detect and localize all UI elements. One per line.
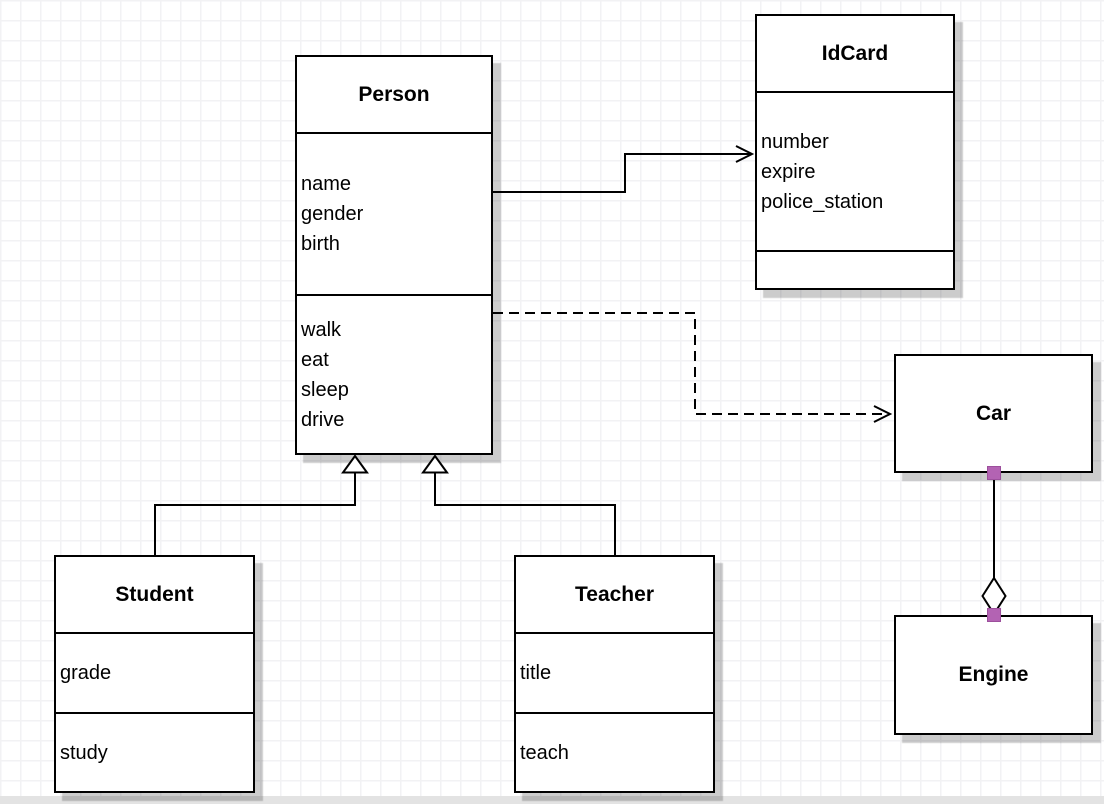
attribute: grade — [60, 662, 112, 684]
endpoint-handle[interactable] — [987, 608, 1001, 622]
canvas-bottom-edge — [0, 796, 1104, 804]
student-attributes: grade — [56, 634, 253, 714]
attribute: title — [520, 662, 552, 684]
generalization-student-person[interactable] — [154, 454, 369, 555]
attribute: name — [301, 173, 352, 195]
class-title: Teacher — [516, 557, 713, 634]
class-idcard[interactable]: IdCard number expire police_station — [755, 14, 955, 290]
association-person-idcard[interactable] — [493, 145, 755, 193]
class-engine[interactable]: Engine — [894, 615, 1093, 735]
method: drive — [301, 408, 345, 431]
method: teach — [520, 741, 569, 764]
generalization-triangle-icon — [341, 454, 369, 474]
class-student[interactable]: Student grade study — [54, 555, 255, 793]
class-title: Person — [297, 57, 491, 134]
method: study — [60, 741, 108, 764]
person-methods: walk eat sleep drive — [297, 296, 491, 453]
method: eat — [301, 348, 329, 371]
class-car[interactable]: Car — [894, 354, 1093, 473]
teacher-methods: teach — [516, 714, 713, 791]
attribute: birth — [301, 233, 340, 255]
method: walk — [301, 318, 342, 341]
attribute: expire — [761, 160, 816, 183]
class-title: Engine — [958, 663, 1029, 686]
student-methods: study — [56, 714, 253, 791]
teacher-attributes: title — [516, 634, 713, 714]
idcard-methods — [757, 252, 953, 288]
open-arrowhead-icon — [735, 145, 755, 163]
person-attributes: name gender birth — [297, 134, 491, 296]
attribute: number — [761, 130, 829, 153]
endpoint-handle[interactable] — [987, 466, 1001, 480]
generalization-triangle-icon — [421, 454, 449, 474]
idcard-attributes: number expire police_station — [757, 93, 953, 252]
open-arrowhead-icon — [873, 405, 893, 423]
class-title: IdCard — [757, 16, 953, 93]
class-teacher[interactable]: Teacher title teach — [514, 555, 715, 793]
generalization-teacher-person[interactable] — [421, 454, 616, 555]
class-title: Student — [56, 557, 253, 634]
dependency-person-car[interactable] — [493, 312, 893, 423]
method: sleep — [301, 378, 349, 401]
class-person[interactable]: Person name gender birth walk eat sleep … — [295, 55, 493, 455]
aggregation-car-engine[interactable] — [981, 466, 1007, 622]
class-title: Car — [975, 401, 1012, 425]
attribute: gender — [301, 203, 364, 225]
attribute: police_station — [761, 190, 884, 213]
